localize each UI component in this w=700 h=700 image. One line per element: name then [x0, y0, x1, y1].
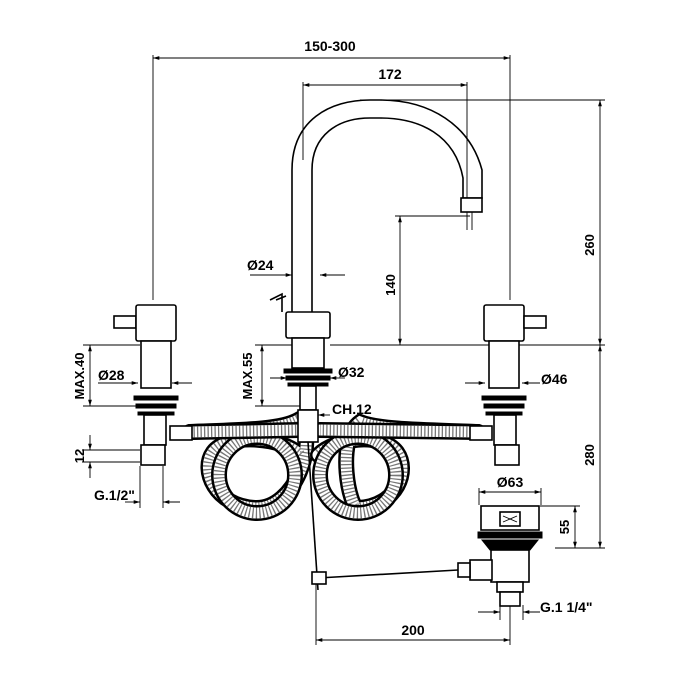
- dim-spout-height-label: 260: [582, 234, 597, 256]
- dimension-thread-length: 12: [72, 435, 140, 478]
- dim-below-deck-height-label: 280: [582, 444, 597, 466]
- dimension-waste-thread: G.1 1/4": [478, 599, 593, 620]
- dimension-waste-diameter: Ø63: [478, 474, 542, 505]
- dim-wrench-size-label: CH.12: [332, 401, 372, 417]
- dim-inlet-thread-label: G.1/2": [94, 487, 135, 503]
- dimension-waste-offset: 200: [315, 580, 511, 645]
- dimension-below-deck-height: 280: [555, 345, 605, 549]
- pop-up-waste: [311, 505, 543, 607]
- dim-outlet-height-label: 140: [383, 274, 398, 296]
- dimension-max-deck-left: MAX.40: [72, 344, 140, 407]
- dimension-spout-height: 260: [330, 99, 605, 346]
- dim-waste-thread-label: G.1 1/4": [540, 599, 593, 615]
- dim-handle-diameter-label: Ø28: [98, 367, 125, 383]
- left-valve: [113, 304, 193, 466]
- dimension-overall-width: 150-300: [152, 38, 511, 300]
- dim-spout-reach-label: 172: [378, 66, 402, 82]
- center-body: [283, 311, 333, 591]
- dimension-spout-diameter: Ø24: [247, 257, 345, 277]
- dim-thread-length-label: 12: [72, 449, 87, 463]
- dimension-waste-height: 55: [540, 505, 580, 548]
- dim-valve-diameter-label: Ø46: [541, 371, 568, 387]
- dimension-handle-diameter: Ø28: [98, 367, 192, 385]
- dim-spout-diameter-label: Ø24: [247, 257, 274, 273]
- dim-waste-diameter-label: Ø63: [497, 474, 524, 490]
- spout: [291, 99, 483, 312]
- dim-waste-height-label: 55: [557, 520, 572, 534]
- dimension-inlet-thread: G.1/2": [94, 466, 180, 508]
- dim-max-deck-left-label: MAX.40: [72, 353, 87, 400]
- right-valve: [469, 304, 547, 466]
- dimension-spout-reach: 172: [302, 66, 468, 230]
- dimension-body-diameter: Ø32: [270, 364, 365, 380]
- flexible-hoses: [182, 410, 486, 521]
- center-lift-rod: [269, 292, 287, 312]
- dim-overall-width-label: 150-300: [304, 38, 356, 54]
- dim-max-deck-center-label: MAX.55: [240, 353, 255, 400]
- dimension-outlet-height: 140: [383, 215, 470, 345]
- dimension-valve-diameter: Ø46: [465, 371, 568, 387]
- dim-body-diameter-label: Ø32: [338, 364, 365, 380]
- dim-waste-offset-label: 200: [401, 622, 425, 638]
